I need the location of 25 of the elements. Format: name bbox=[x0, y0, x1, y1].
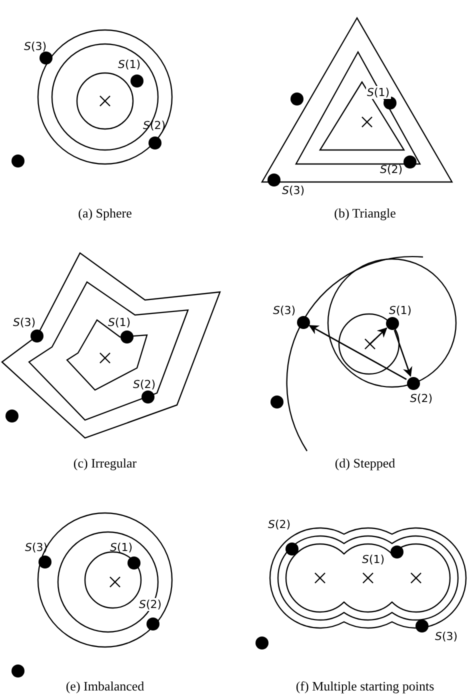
arrow bbox=[394, 330, 412, 377]
point-label: S(3) bbox=[273, 304, 296, 317]
point-label: S(1) bbox=[110, 541, 133, 554]
caption: (e) Imbalanced bbox=[66, 678, 144, 694]
caption: (b) Triangle bbox=[334, 206, 396, 220]
point-label: S(2) bbox=[138, 598, 163, 611]
point-label: S(3) bbox=[435, 630, 458, 643]
caption: (d) Stepped bbox=[334, 456, 396, 470]
arrow bbox=[308, 325, 407, 380]
point-label: S(3) bbox=[13, 316, 36, 329]
point-label: S(2) bbox=[410, 392, 433, 405]
point-label: S(1) bbox=[108, 316, 131, 329]
point-label: S(3) bbox=[24, 40, 47, 53]
point-label: S(3) bbox=[282, 184, 305, 197]
arrow bbox=[370, 328, 388, 344]
caption: (f) Multiple starting points bbox=[296, 678, 434, 694]
point-label: S(2) bbox=[133, 378, 156, 391]
point-label: S(1) bbox=[389, 304, 412, 317]
caption: (a) Sphere bbox=[78, 206, 132, 220]
caption: (c) Irregular bbox=[73, 456, 137, 470]
point-label: S(1) bbox=[118, 58, 141, 71]
point-label: S(1) bbox=[362, 553, 385, 566]
point-label: S(2) bbox=[268, 518, 291, 531]
point-label: S(1) bbox=[366, 86, 391, 99]
point-label: S(2) bbox=[380, 163, 403, 176]
